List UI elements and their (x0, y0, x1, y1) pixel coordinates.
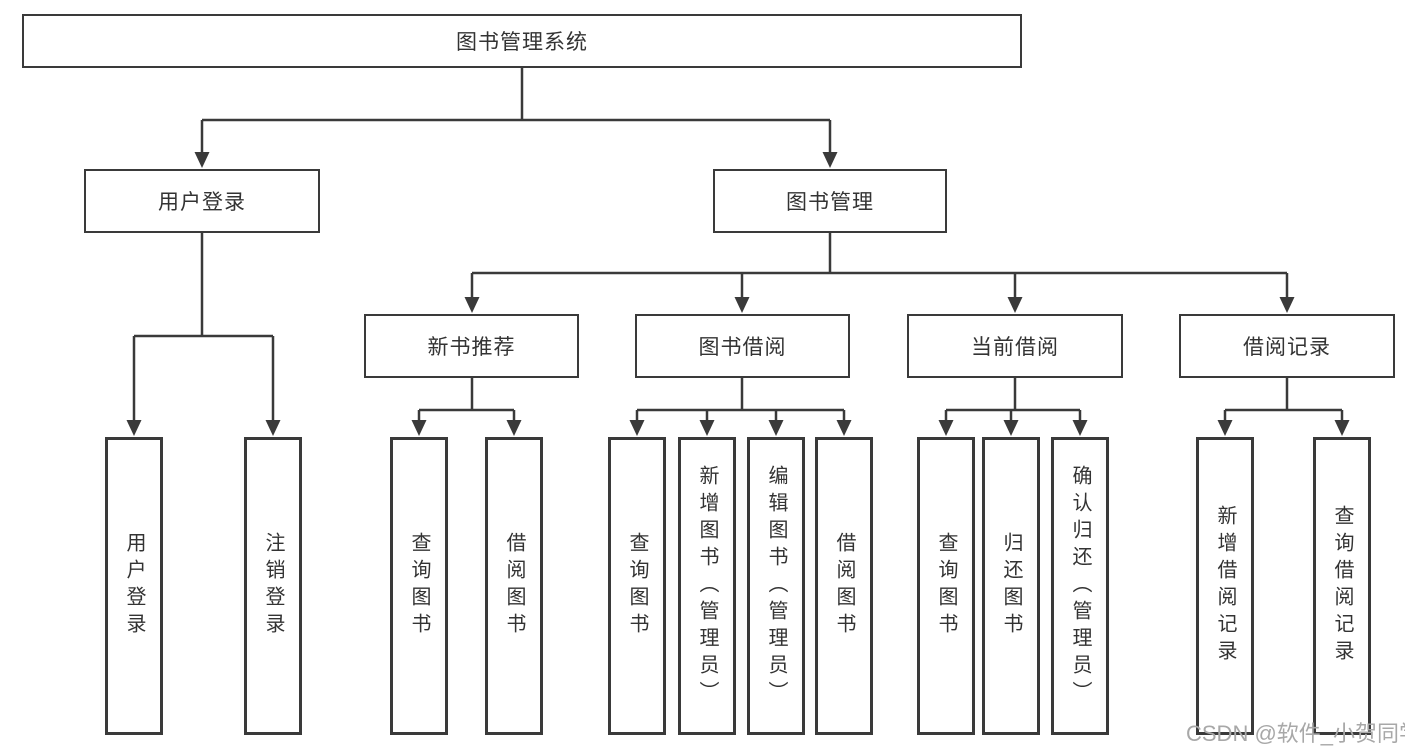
leaf-borrow-add-book: 新增图书（管理员） (678, 437, 736, 735)
leaf-label: 借阅图书 (833, 532, 855, 640)
leaf-label: 注销登录 (262, 532, 284, 640)
edge-userlogin-to-leaves (132, 233, 275, 421)
arrowhead (1217, 420, 1233, 436)
leaf-borrow-query-book: 查询图书 (608, 437, 666, 735)
connector-paths (132, 68, 1344, 421)
arrowhead (1007, 297, 1023, 313)
csdn-watermark: CSDN @软件_小贺同学 (1186, 721, 1405, 746)
leaf-label: 查询图书 (935, 532, 957, 640)
arrowhead (822, 152, 838, 168)
arrowhead (1072, 420, 1088, 436)
node-user-login: 用户登录 (84, 169, 320, 233)
arrowhead (629, 420, 645, 436)
node-new-book-recommend: 新书推荐 (364, 314, 579, 378)
leaf-label: 归还图书 (1000, 532, 1022, 640)
leaf-label: 新增图书（管理员） (696, 464, 718, 708)
arrowhead (411, 420, 427, 436)
leaf-label: 查询图书 (408, 532, 430, 640)
arrowhead (699, 420, 715, 436)
leaf-current-return-book: 归还图书 (982, 437, 1040, 735)
leaf-record-add: 新增借阅记录 (1196, 437, 1254, 735)
arrowhead (1279, 297, 1295, 313)
arrowheads (126, 152, 1350, 436)
node-book-management: 图书管理 (713, 169, 947, 233)
leaf-label: 借阅图书 (503, 532, 525, 640)
leaf-current-confirm-return: 确认归还（管理员） (1051, 437, 1109, 735)
leaf-label: 用户登录 (123, 532, 145, 640)
edge-recommend-to-leaves (417, 378, 516, 421)
leaf-record-query: 查询借阅记录 (1313, 437, 1371, 735)
arrowhead (126, 420, 142, 436)
arrowhead (194, 152, 210, 168)
arrowhead (938, 420, 954, 436)
node-current-borrow: 当前借阅 (907, 314, 1123, 378)
edge-current-to-leaves (944, 378, 1082, 421)
leaf-current-query-book: 查询图书 (917, 437, 975, 735)
arrowhead (1003, 420, 1019, 436)
arrowhead (768, 420, 784, 436)
node-library-system: 图书管理系统 (22, 14, 1022, 68)
edge-record-to-leaves (1223, 378, 1344, 421)
leaf-user-login: 用户登录 (105, 437, 163, 735)
leaf-logout: 注销登录 (244, 437, 302, 735)
leaf-label: 确认归还（管理员） (1069, 464, 1091, 708)
arrowhead (265, 420, 281, 436)
arrowhead (506, 420, 522, 436)
node-borrow-record: 借阅记录 (1179, 314, 1395, 378)
arrowhead (464, 297, 480, 313)
arrowhead (734, 297, 750, 313)
arrowhead (836, 420, 852, 436)
node-book-borrow: 图书借阅 (635, 314, 850, 378)
leaf-borrow-borrow-book: 借阅图书 (815, 437, 873, 735)
leaf-recommend-query-book: 查询图书 (390, 437, 448, 735)
edge-bookmgmt-to-level3 (470, 233, 1289, 298)
arrowhead (1334, 420, 1350, 436)
leaf-label: 新增借阅记录 (1214, 505, 1236, 667)
leaf-recommend-borrow-book: 借阅图书 (485, 437, 543, 735)
edge-borrow-to-leaves (635, 378, 846, 421)
leaf-label: 查询图书 (626, 532, 648, 640)
edge-root-to-level2 (200, 68, 832, 153)
leaf-label: 查询借阅记录 (1331, 505, 1353, 667)
leaf-borrow-edit-book: 编辑图书（管理员） (747, 437, 805, 735)
leaf-label: 编辑图书（管理员） (765, 464, 787, 708)
